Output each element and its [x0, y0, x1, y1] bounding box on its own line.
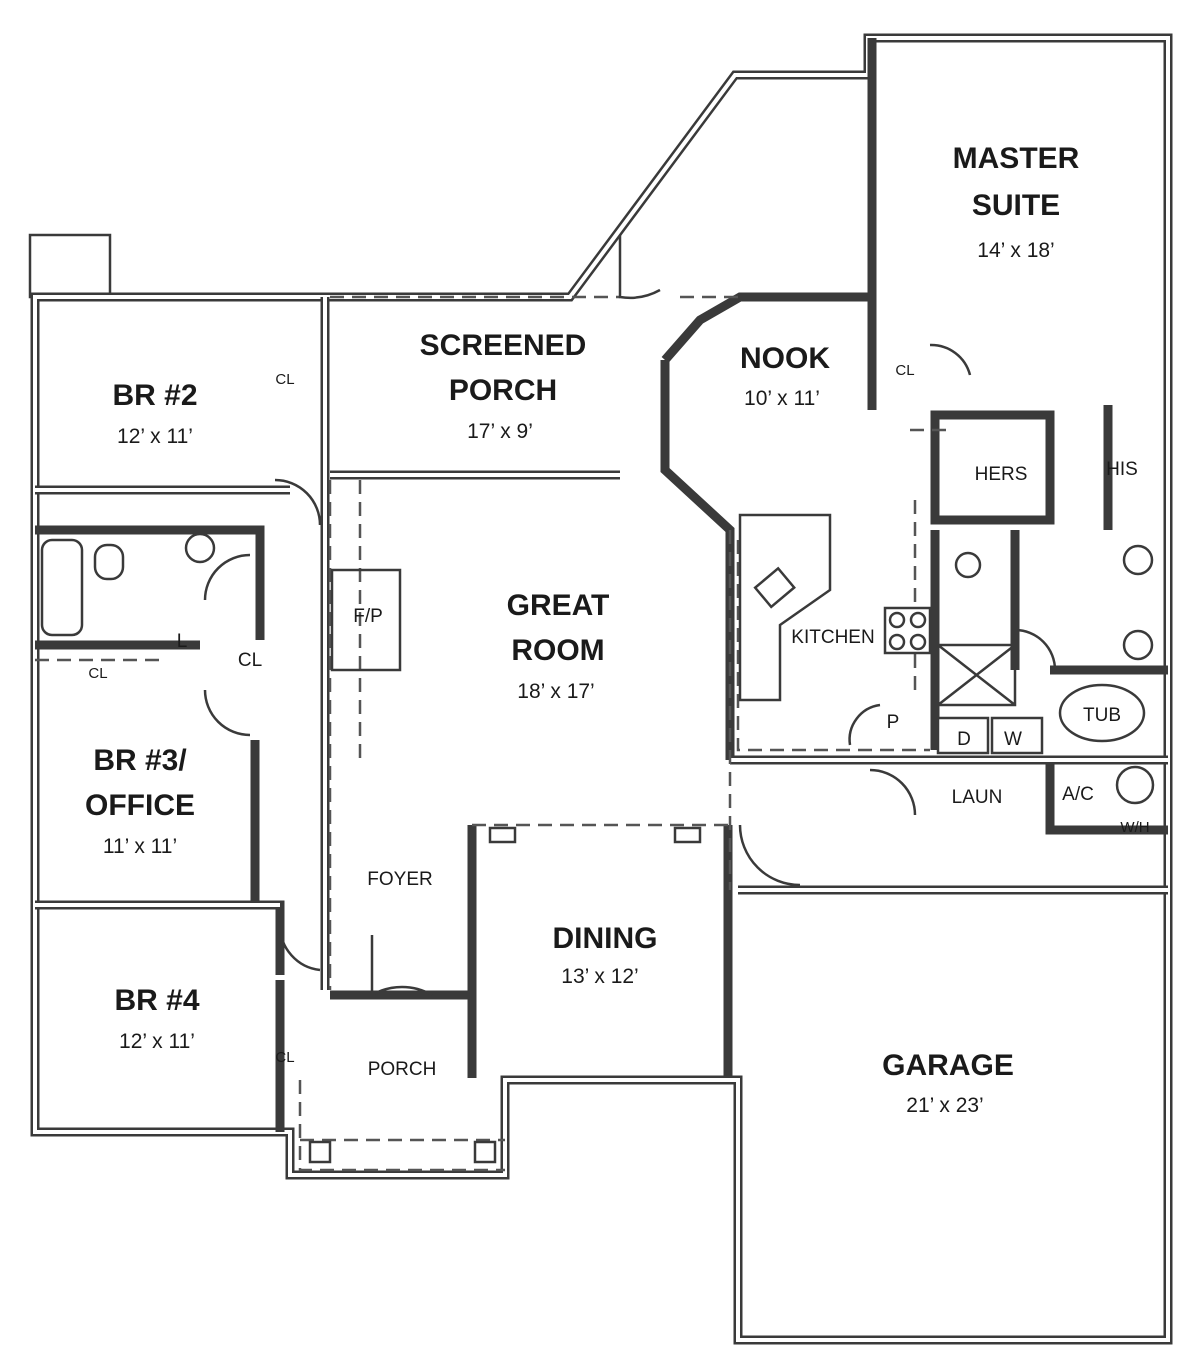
garage-name: GARAGE [882, 1049, 1014, 1082]
fireplace [330, 568, 402, 672]
great-room-name-2: ROOM [511, 634, 604, 667]
tub-label: TUB [1083, 705, 1121, 726]
washer-label: W [1004, 729, 1022, 750]
water-heater-label: W/H [1120, 819, 1149, 836]
great-room-dim: 18’ x 17’ [517, 680, 594, 703]
br3-name: BR #3/ [93, 744, 187, 777]
closet-label: CL [275, 371, 294, 388]
bathtub-icon [40, 538, 84, 637]
foyer-name: FOYER [367, 869, 432, 890]
sink-icon [1122, 544, 1154, 576]
screened-porch-dim: 17’ x 9’ [467, 420, 533, 443]
ac-label: A/C [1062, 784, 1094, 805]
screened-porch-name-2: PORCH [449, 374, 557, 407]
laundry-name: LAUN [952, 787, 1003, 808]
porch-name: PORCH [368, 1059, 437, 1080]
dining-dim: 13’ x 12’ [561, 965, 638, 988]
br2-dim: 12’ x 11’ [117, 425, 193, 448]
master-suite-name: MASTER [953, 142, 1080, 175]
shower-icon [936, 643, 1017, 707]
water-heater-icon [1115, 765, 1155, 805]
master-suite-name-2: SUITE [972, 189, 1060, 222]
dining-name: DINING [553, 922, 658, 955]
pantry-label: P [887, 712, 900, 733]
sink-icon [753, 566, 796, 609]
linen-label: L [177, 631, 188, 652]
hers-label: HERS [975, 464, 1028, 485]
dryer-icon [936, 716, 990, 755]
br4-name: BR #4 [114, 984, 199, 1017]
toilet-icon [93, 543, 125, 581]
br3-dim: 11’ x 11’ [103, 835, 177, 858]
br4-dim: 12’ x 11’ [119, 1030, 195, 1053]
washer-icon [990, 716, 1044, 755]
closet-label: CL [895, 362, 914, 379]
garage-dim: 21’ x 23’ [906, 1094, 983, 1117]
fixtures [40, 513, 1155, 805]
nook-name: NOOK [740, 342, 830, 375]
his-label: HIS [1106, 459, 1138, 480]
sink-icon [1122, 629, 1154, 661]
chimney [28, 233, 112, 299]
master-suite-dim: 14’ x 18’ [977, 239, 1054, 262]
closet-label: CL [238, 650, 262, 671]
door-swings [203, 235, 1057, 998]
closet-label: CL [275, 1049, 294, 1066]
br3-name-2: OFFICE [85, 789, 195, 822]
exterior-wall [30, 33, 1173, 1345]
sink-icon [184, 532, 216, 564]
kitchen-counter [738, 513, 832, 702]
dryer-label: D [957, 729, 971, 750]
great-room-name: GREAT [507, 589, 610, 622]
br2-name: BR #2 [112, 379, 197, 412]
toilet-icon [954, 551, 982, 579]
dashed-lines [35, 295, 950, 1172]
kitchen-name: KITCHEN [791, 627, 874, 648]
fireplace-label: F/P [353, 606, 383, 627]
nook-dim: 10’ x 11’ [744, 387, 820, 410]
screened-porch-name: SCREENED [420, 329, 587, 362]
room-labels: MASTER SUITE 14’ x 18’ SCREENED PORCH 17… [85, 142, 1150, 1117]
closet-label: CL [88, 665, 107, 682]
tub-icon [1058, 683, 1146, 743]
walls [28, 33, 1173, 1345]
columns [308, 826, 702, 1164]
